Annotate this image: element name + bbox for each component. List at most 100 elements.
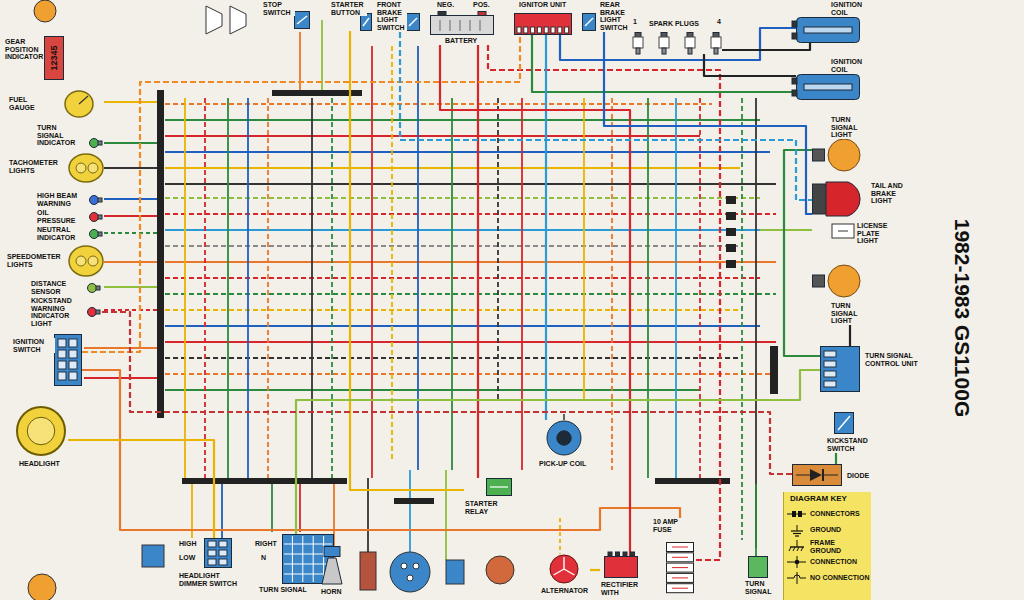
component-label: STARTER BUTTON — [330, 1, 367, 16]
harness-block — [69, 361, 77, 369]
harness-block — [792, 511, 796, 517]
harness-block — [219, 541, 227, 547]
wire-line — [451, 98, 453, 470]
harness-block — [714, 48, 718, 54]
wire-line — [563, 414, 565, 420]
component-label: TAIL AND BRAKE LIGHT — [870, 182, 911, 205]
wire-line — [104, 101, 157, 103]
harness-block — [688, 48, 692, 54]
harness-block — [517, 27, 521, 33]
part-circle — [486, 556, 514, 584]
wire-line — [838, 231, 848, 232]
wire-line — [797, 572, 798, 584]
wire-line — [79, 96, 88, 104]
wire-line — [790, 546, 804, 547]
wire-line — [741, 98, 743, 540]
harness-block — [58, 350, 66, 358]
harness-block — [478, 12, 486, 16]
wire-connector — [722, 43, 810, 50]
ignition-coil: IGNITION COIL — [796, 1, 866, 43]
harness-block — [407, 14, 420, 31]
component-label: FRONT BRAKE LIGHT SWITCH — [376, 1, 407, 31]
legend-text: FRAME GROUND — [809, 539, 851, 554]
wire-line — [104, 198, 157, 200]
indicator-lamp: HIGH BEAM WARNING — [36, 192, 102, 208]
gbox-symbol — [748, 556, 768, 578]
part-circle — [557, 431, 571, 445]
wire-line — [227, 98, 229, 478]
harness-block — [813, 149, 825, 161]
harness-block — [58, 372, 66, 380]
wire-line — [611, 98, 613, 470]
wire-line — [793, 547, 795, 551]
wire-line — [445, 470, 447, 560]
wire-line — [791, 530, 803, 531]
component-label: 4 — [716, 18, 723, 26]
wire-line — [165, 293, 776, 295]
part-ellipse — [65, 91, 93, 117]
harness-block — [832, 224, 854, 238]
part-path — [230, 6, 246, 34]
wire-line — [583, 98, 585, 400]
fuse-symbol — [666, 542, 694, 594]
diode-symbol: DIODE — [792, 464, 871, 486]
harness-block — [69, 350, 77, 358]
component-label: HIGH BEAM WARNING — [36, 192, 85, 207]
harness-block — [205, 539, 232, 568]
harness-block — [208, 550, 216, 556]
wire-line — [755, 484, 757, 556]
harness-block — [749, 557, 768, 578]
ksw-symbol — [834, 412, 854, 434]
wire-line — [165, 341, 776, 343]
component-label: IGNITION SWITCH — [12, 338, 55, 353]
wire-line — [409, 470, 411, 552]
coil-symbol — [796, 74, 860, 100]
wire-line — [297, 16, 307, 24]
component-label: NEG. — [436, 1, 456, 9]
gauge2-symbol — [68, 153, 104, 183]
part-circle — [828, 265, 860, 297]
harness-block — [667, 584, 694, 593]
harness-block — [824, 361, 836, 367]
wire-connector — [296, 370, 820, 534]
tail-light: TAIL AND BRAKE LIGHTLICENSE PLATE LIGHT — [812, 178, 910, 245]
wire-line — [104, 142, 157, 144]
harness-block — [219, 559, 227, 565]
component-label: IGNITOR UNIT — [518, 1, 568, 9]
harness-group — [157, 90, 778, 504]
turn-signal-light: TURN SIGNAL LIGHT — [812, 264, 874, 325]
turn-symbol — [812, 138, 864, 172]
component-label: N — [260, 554, 268, 562]
harness-block — [98, 198, 102, 202]
bulb-symbol — [88, 195, 102, 205]
diode-symbol — [792, 464, 842, 486]
wire-line — [755, 98, 757, 548]
harness-block — [804, 84, 852, 90]
harness-block — [324, 547, 340, 557]
wire-connector — [440, 45, 630, 556]
wire-line — [165, 373, 776, 375]
indicator-lamp: NEUTRAL INDICATOR — [36, 226, 102, 242]
harness-block — [438, 12, 446, 16]
component-label: STARTER RELAY — [464, 500, 509, 515]
component-label: IGNITION COIL — [830, 58, 867, 73]
harness-block — [804, 27, 852, 33]
switch-symbol: FRONT BRAKE LIGHT SWITCH — [376, 1, 420, 32]
wire-line — [787, 514, 806, 515]
gauge-symbol — [64, 90, 94, 118]
harness-block — [272, 90, 362, 96]
ign-symbol — [514, 13, 572, 35]
wire-line — [460, 20, 461, 31]
harness-block — [659, 37, 669, 48]
wire-line — [292, 536, 293, 582]
harness-block — [726, 228, 736, 236]
harness-block — [608, 552, 612, 556]
spark-plugs: 1SPARK PLUGS4 — [632, 18, 722, 54]
harness-block — [558, 27, 562, 33]
harness-block — [551, 27, 555, 33]
part-circle — [795, 560, 800, 565]
harness-block — [394, 498, 434, 504]
part-path — [322, 558, 342, 584]
harness-block — [685, 37, 695, 48]
wire-line — [299, 484, 301, 532]
